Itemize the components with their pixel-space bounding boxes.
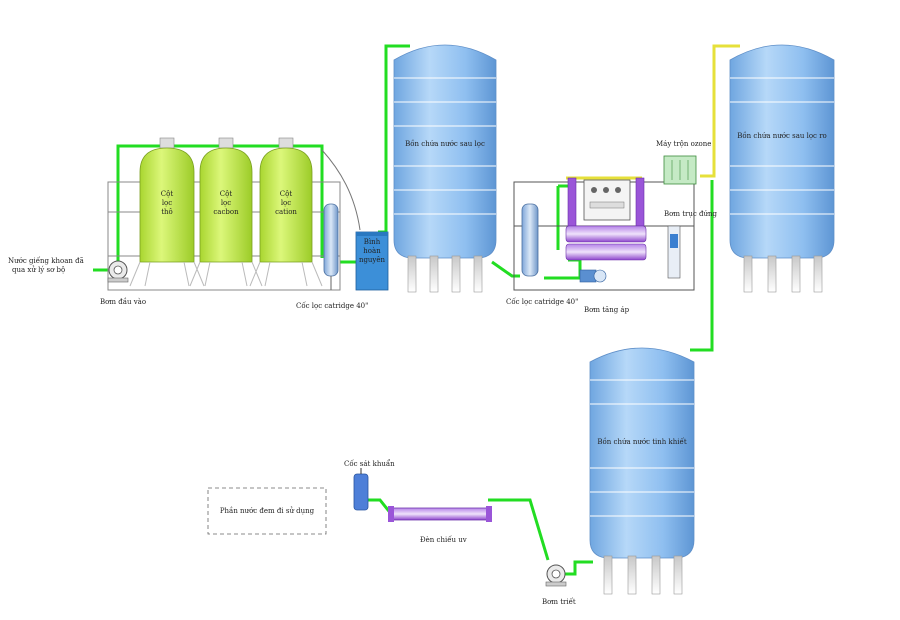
outlet-pump	[545, 564, 567, 587]
ozone-mixer-label: Máy trộn ozone	[656, 140, 711, 148]
filter-columns	[129, 137, 323, 287]
uv-lamp-label: Đèn chiếu uv	[420, 535, 467, 544]
coarse-column	[129, 137, 205, 287]
pipe-pump-uv	[488, 498, 550, 561]
cation-column-label-3: cation	[275, 208, 297, 216]
pipe-tank1-out	[491, 260, 520, 278]
inlet-label-line2: qua xử lý sơ bộ	[12, 265, 65, 274]
coarse-column-label-1: Cột	[161, 190, 174, 198]
outlet-pump-label: Bơm triết	[542, 597, 576, 606]
carbon-column-label-2: lọc	[221, 199, 231, 207]
booster-pump	[579, 269, 607, 283]
cartridge-filter-1	[323, 203, 339, 290]
pipe-ro-pure	[690, 180, 714, 352]
pipe-booster	[544, 258, 582, 280]
carbon-column	[189, 137, 263, 287]
ro-membranes	[565, 177, 647, 261]
cation-column	[249, 137, 323, 287]
pipe-ozone-ro	[700, 44, 740, 178]
buffer-tank-label-2: hoàn	[363, 246, 381, 255]
control-panel	[583, 179, 631, 221]
booster-pump-label: Bơm tăng áp	[584, 306, 630, 314]
cartridge-1-label: Cốc lọc catridge 40"	[296, 301, 368, 310]
sterilizer-label: Cốc sát khuẩn	[344, 459, 395, 468]
sterilizer-cup	[353, 468, 369, 511]
cartridge-filter-2	[521, 203, 539, 277]
cartridge-2-label: Cốc lọc catridge 40"	[506, 297, 578, 306]
uv-lamp	[388, 506, 492, 522]
filtered-tank-label: Bồn chứa nước sau lọc	[405, 139, 485, 148]
buffer-tank-label-3: nguyên	[359, 256, 386, 264]
ro-water-tank	[729, 44, 835, 293]
buffer-tank-label-1: Bình	[364, 238, 381, 246]
pure-water-tank	[589, 347, 695, 595]
vertical-pump	[667, 225, 681, 279]
pipes-yellow	[566, 44, 740, 180]
ro-tank-label: Bồn chứa nước sau lọc ro	[737, 131, 827, 140]
carbon-column-label-3: cacbon	[213, 208, 239, 216]
usage-box	[207, 487, 327, 535]
ozone-mixer	[663, 155, 697, 185]
inlet-label-line1: Nước giếng khoan đã	[8, 256, 84, 265]
vertical-pump-label: Bơm trục đứng	[664, 210, 718, 218]
coarse-column-label-2: lọc	[162, 199, 172, 207]
cation-column-label-2: lọc	[281, 199, 291, 207]
feed-pump-label: Bơm đầu vào	[100, 297, 146, 306]
feed-pump	[107, 260, 129, 283]
pipe-pure-out	[565, 560, 593, 576]
filtered-water-tank	[393, 44, 497, 293]
carbon-column-label-1: Cột	[220, 190, 233, 198]
cation-column-label-1: Cột	[280, 190, 293, 198]
pure-tank-label: Bồn chứa nước tinh khiết	[597, 437, 686, 446]
coarse-column-label-3: thô	[161, 208, 173, 216]
buffer-tank	[355, 231, 389, 291]
labels: Nước giếng khoan đã qua xử lý sơ bộ Bơm …	[8, 131, 827, 606]
usage-box-label: Phần nước đem đi sử dụng	[220, 506, 315, 515]
pipes	[93, 44, 714, 576]
